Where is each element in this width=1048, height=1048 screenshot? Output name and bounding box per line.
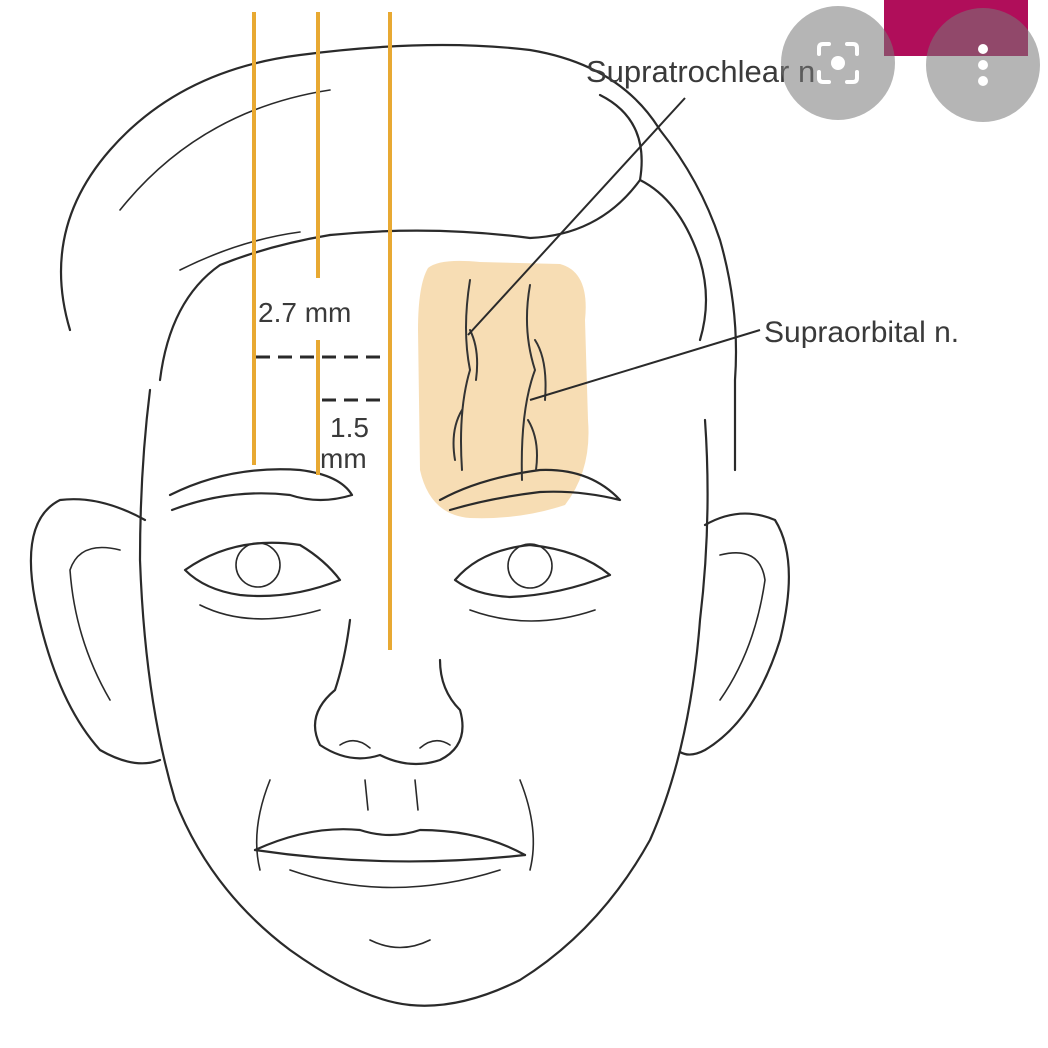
- left-eye: [185, 543, 340, 596]
- hair-part-line: [330, 95, 642, 238]
- measure-label-lower-unit: mm: [320, 443, 367, 474]
- right-eye-bag: [470, 610, 595, 621]
- left-iris: [236, 543, 280, 587]
- right-iris: [508, 544, 552, 588]
- cheek-line: [257, 780, 270, 870]
- right-eye: [455, 545, 610, 597]
- face-outline-left: [140, 390, 410, 1005]
- right-ear: [680, 514, 789, 755]
- nostril-right: [420, 741, 450, 748]
- upper-lip: [255, 829, 525, 855]
- cheek-line: [520, 780, 533, 870]
- left-eye-bag: [200, 605, 320, 619]
- chin-line: [370, 940, 430, 948]
- left-eyebrow: [170, 469, 352, 510]
- hair-outline: [61, 45, 736, 470]
- hairline-right: [640, 180, 706, 340]
- lens-icon: [815, 40, 861, 86]
- hair-strand: [120, 90, 330, 210]
- left-ear-inner: [70, 548, 120, 701]
- lip-line: [255, 850, 525, 861]
- lower-lip: [290, 870, 500, 888]
- philtrum: [365, 780, 418, 810]
- measure-label-upper: 2.7 mm: [258, 297, 351, 328]
- nostril-left: [340, 741, 370, 748]
- more-options-button[interactable]: [926, 8, 1040, 122]
- more-vertical-icon: [973, 43, 993, 87]
- lens-search-button[interactable]: [781, 6, 895, 120]
- hair-strand: [180, 232, 300, 270]
- measure-label-lower-value: 1.5: [330, 412, 369, 443]
- right-ear-inner: [720, 553, 765, 700]
- supraorbital-label: Supraorbital n.: [764, 316, 959, 349]
